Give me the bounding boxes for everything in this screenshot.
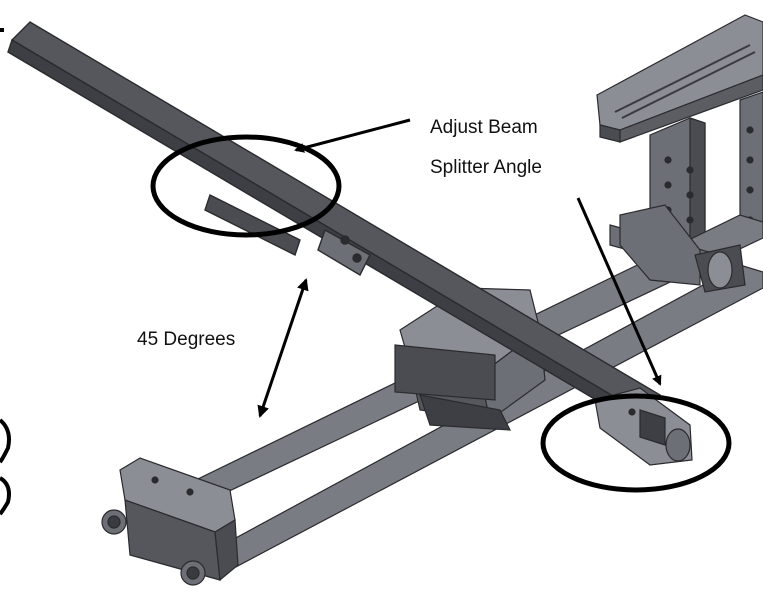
beam-splitter-label-line2: Splitter Angle: [430, 157, 542, 178]
mirror-mount: [594, 387, 693, 466]
cropped-left-glyphs: [0, 28, 11, 516]
rear-clamp: [619, 204, 746, 293]
annotation-arrows: [257, 118, 662, 418]
angle-label: 45 Degrees: [137, 329, 236, 350]
angle-arrow: [257, 278, 309, 418]
adjust-arrow-upper: [294, 118, 411, 153]
upper-highlight-ellipse: [150, 134, 342, 238]
annotation-marks: [150, 134, 732, 493]
beam-splitter-bar: [7, 21, 662, 421]
beam-splitter-label-line1: Adjust Beam: [430, 117, 538, 138]
support-stand: [596, 14, 763, 271]
adjust-arrow-lower: [576, 197, 662, 386]
lower-highlight-ellipse: [540, 393, 732, 493]
front-clamp: [101, 457, 239, 586]
